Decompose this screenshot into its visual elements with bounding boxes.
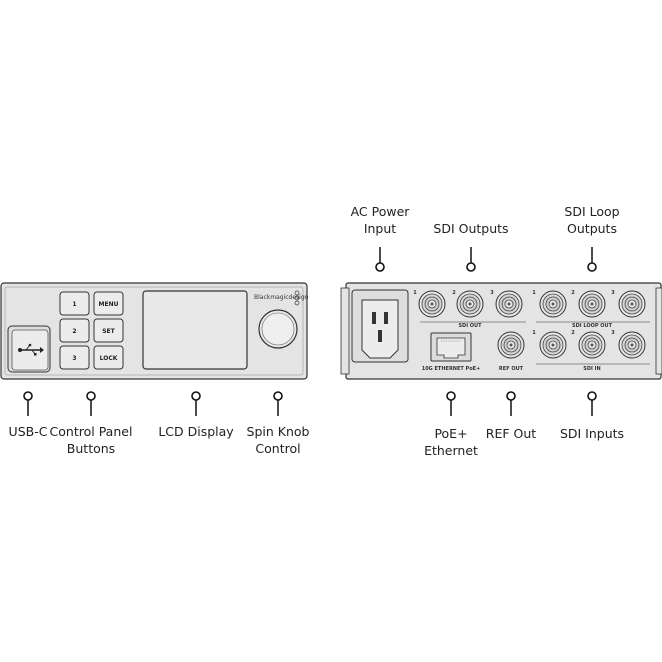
sdi-in-connectors: 1 2 3 SDI IN — [532, 330, 650, 372]
label-control-panel-line2: Buttons — [67, 441, 115, 456]
label-poe-line1: PoE+ — [434, 426, 467, 441]
label-sdi-loop-line2: Outputs — [567, 221, 617, 236]
ethernet-port: 10G ETHERNET PoE+ — [422, 332, 481, 372]
brand-logo-text: Blackmagicdesign — [254, 294, 309, 301]
rear-labels: AC Power Input SDI Outputs SDI Loop Outp… — [351, 204, 624, 458]
svg-text:3: 3 — [72, 355, 76, 362]
ac-power-inlet — [351, 289, 409, 363]
label-sdi-outputs: SDI Outputs — [433, 221, 508, 236]
sdi-loop-out-connectors: 1 2 3 SDI LOOP OUT — [532, 290, 650, 329]
button-2[interactable]: 2 — [59, 318, 90, 343]
front-labels: USB-C Control Panel Buttons LCD Display … — [9, 424, 310, 456]
ref-out-connector: REF OUT — [497, 331, 525, 372]
svg-text:2: 2 — [452, 290, 456, 296]
svg-text:SDI IN: SDI IN — [583, 366, 600, 372]
label-spin-knob-line2: Control — [255, 441, 300, 456]
svg-text:3: 3 — [611, 290, 615, 296]
label-ac-power-line2: Input — [364, 221, 396, 236]
brand-logo-icon — [294, 290, 300, 306]
lcd-display — [142, 290, 248, 370]
label-ac-power-line1: AC Power — [351, 204, 411, 219]
label-poe-line2: Ethernet — [424, 443, 478, 458]
svg-text:SET: SET — [102, 328, 115, 335]
label-ref-out: REF Out — [486, 426, 537, 441]
svg-text:1: 1 — [72, 301, 76, 308]
label-sdi-loop-line1: SDI Loop — [564, 204, 619, 219]
front-panel: 1 MENU 2 SET 3 LOCK — [0, 282, 309, 380]
button-set[interactable]: SET — [93, 318, 124, 343]
button-3[interactable]: 3 — [59, 345, 90, 370]
svg-text:REF OUT: REF OUT — [499, 366, 524, 372]
button-menu[interactable]: MENU — [93, 291, 124, 316]
button-lock[interactable]: LOCK — [93, 345, 124, 370]
label-control-panel-line1: Control Panel — [50, 424, 133, 439]
callout-pins — [23, 247, 597, 416]
usb-icon — [18, 343, 44, 356]
svg-text:1: 1 — [532, 330, 536, 336]
svg-text:2: 2 — [72, 328, 76, 335]
usb-c-port — [7, 325, 51, 373]
label-lcd-display: LCD Display — [158, 424, 234, 439]
svg-text:MENU: MENU — [99, 301, 119, 308]
spin-knob[interactable] — [258, 309, 298, 349]
svg-text:2: 2 — [571, 290, 575, 296]
rear-panel: 1 2 3 SDI OUT 1 2 3 SDI LOOP OUT 10G ETH… — [340, 282, 662, 380]
svg-text:1: 1 — [532, 290, 536, 296]
svg-text:3: 3 — [611, 330, 615, 336]
sdi-out-connectors: 1 2 3 SDI OUT — [413, 290, 526, 329]
svg-text:2: 2 — [571, 330, 575, 336]
svg-text:LOCK: LOCK — [100, 355, 118, 362]
label-sdi-inputs: SDI Inputs — [560, 426, 624, 441]
svg-text:1: 1 — [413, 290, 417, 296]
label-usb-c: USB-C — [9, 424, 48, 439]
control-panel-buttons: 1 MENU 2 SET 3 LOCK — [59, 291, 124, 370]
svg-text:3: 3 — [490, 290, 494, 296]
button-1[interactable]: 1 — [59, 291, 90, 316]
svg-text:SDI OUT: SDI OUT — [458, 323, 482, 329]
label-spin-knob-line1: Spin Knob — [247, 424, 310, 439]
svg-text:10G ETHERNET PoE+: 10G ETHERNET PoE+ — [422, 366, 481, 372]
svg-text:SDI LOOP OUT: SDI LOOP OUT — [572, 323, 613, 329]
